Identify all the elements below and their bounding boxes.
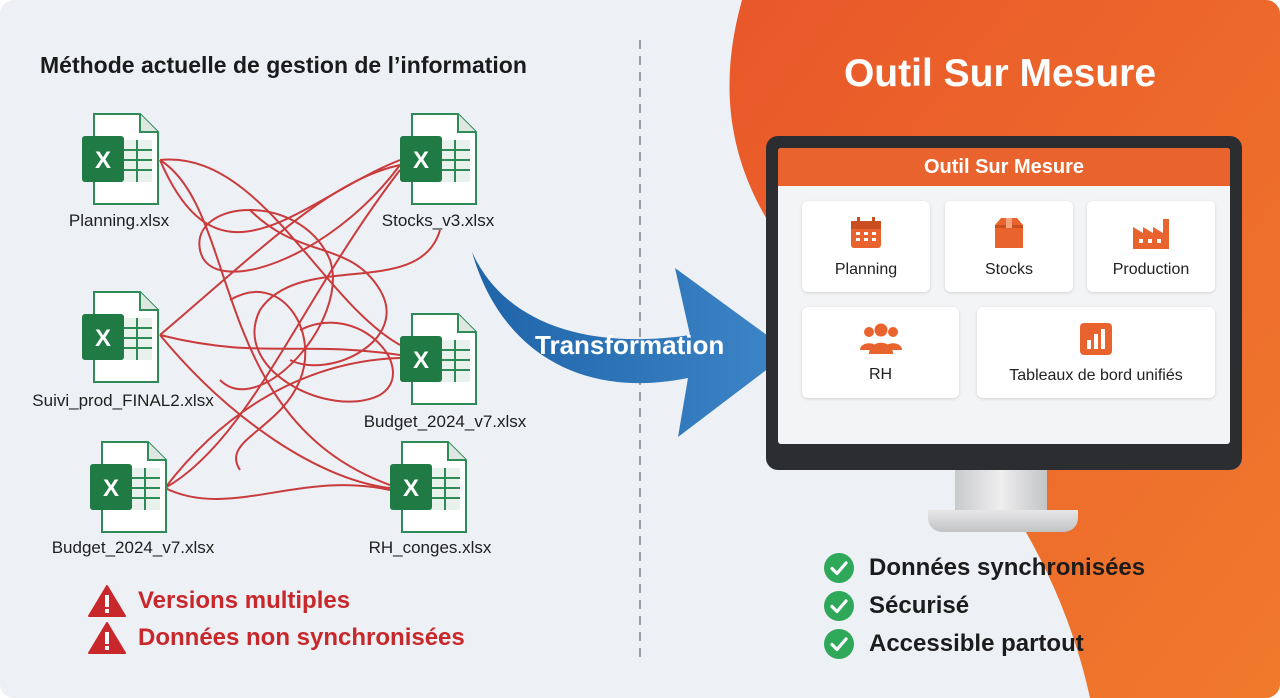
tile-label: RH — [868, 365, 893, 383]
excel-file-icon: X — [390, 441, 467, 533]
tile-label: Stocks — [984, 260, 1033, 278]
file-stocks[interactable]: X — [396, 112, 480, 206]
factory-icon — [1133, 218, 1169, 249]
file-label: Stocks_v3.xlsx — [381, 211, 495, 230]
left-panel-title: Méthode actuelle de gestion de l’informa… — [40, 52, 527, 78]
benefit-text: Accessible partout — [869, 630, 1084, 657]
connection-lines — [159, 158, 441, 500]
check-circle-icon — [824, 591, 854, 621]
box-icon — [995, 217, 1023, 248]
tile-planning[interactable]: Planning — [802, 201, 930, 292]
file-budget-right[interactable]: X — [396, 312, 480, 406]
warning-item: Données non synchronisées — [88, 621, 465, 655]
monitor-stand — [955, 470, 1047, 514]
file-icon-letter: X — [413, 147, 429, 174]
check-circle-icon — [824, 553, 854, 583]
benefit-item: Données synchronisées — [823, 552, 1145, 584]
file-planning[interactable]: X — [78, 112, 162, 206]
file-rh-conges[interactable]: X — [386, 440, 470, 534]
benefit-item: Accessible partout — [823, 628, 1084, 660]
transformation-arrow — [472, 252, 790, 437]
file-label: Budget_2024_v7.xlsx — [363, 412, 527, 431]
file-label: Suivi_prod_FINAL2.xlsx — [32, 391, 214, 410]
file-label: RH_conges.xlsx — [368, 538, 492, 557]
file-icon-letter: X — [95, 147, 111, 174]
app-screen: Outil Sur Mesure Planning Stocks — [778, 148, 1230, 444]
tile-rh[interactable]: RH — [802, 307, 959, 398]
warning-item: Versions multiples — [88, 584, 350, 618]
file-icon-letter: X — [95, 325, 111, 352]
people-icon — [859, 323, 902, 354]
benefit-text: Sécurisé — [869, 592, 970, 619]
benefit-text: Données synchronisées — [869, 554, 1146, 581]
file-label: Budget_2024_v7.xlsx — [51, 538, 215, 557]
file-budget-left[interactable]: X — [86, 440, 170, 534]
file-suivi-prod[interactable]: X — [78, 290, 162, 384]
file-icon-letter: X — [413, 347, 429, 374]
file-icon-letter: X — [403, 475, 419, 502]
tile-label: Production — [1112, 260, 1190, 278]
tile-label: Planning — [834, 260, 898, 278]
excel-file-icon: X — [400, 113, 477, 205]
tile-label: Tableaux de bord unifiés — [1009, 366, 1183, 384]
check-circle-icon — [824, 629, 854, 659]
transformation-label: Transformation — [535, 330, 725, 360]
app-header: Outil Sur Mesure — [778, 148, 1230, 186]
tile-stocks[interactable]: Stocks — [945, 201, 1073, 292]
excel-file-icon: X — [82, 291, 159, 383]
excel-file-icon: X — [400, 313, 477, 405]
warning-icon — [88, 622, 126, 654]
excel-file-icon: X — [90, 441, 167, 533]
warning-icon — [88, 585, 126, 617]
monitor: Outil Sur Mesure Planning Stocks — [766, 136, 1242, 470]
monitor-base — [928, 510, 1078, 532]
warning-text: Versions multiples — [138, 587, 351, 614]
tile-production[interactable]: Production — [1087, 201, 1215, 292]
benefit-item: Sécurisé — [823, 590, 969, 622]
file-label: Planning.xlsx — [68, 211, 170, 230]
calendar-icon — [851, 216, 881, 248]
excel-file-icon: X — [82, 113, 159, 205]
file-icon-letter: X — [103, 475, 119, 502]
right-panel-title: Outil Sur Mesure — [843, 52, 1157, 95]
warning-text: Données non synchronisées — [138, 624, 465, 651]
bar-chart-icon — [1080, 322, 1112, 355]
tile-dashboards[interactable]: Tableaux de bord unifiés — [977, 307, 1215, 398]
